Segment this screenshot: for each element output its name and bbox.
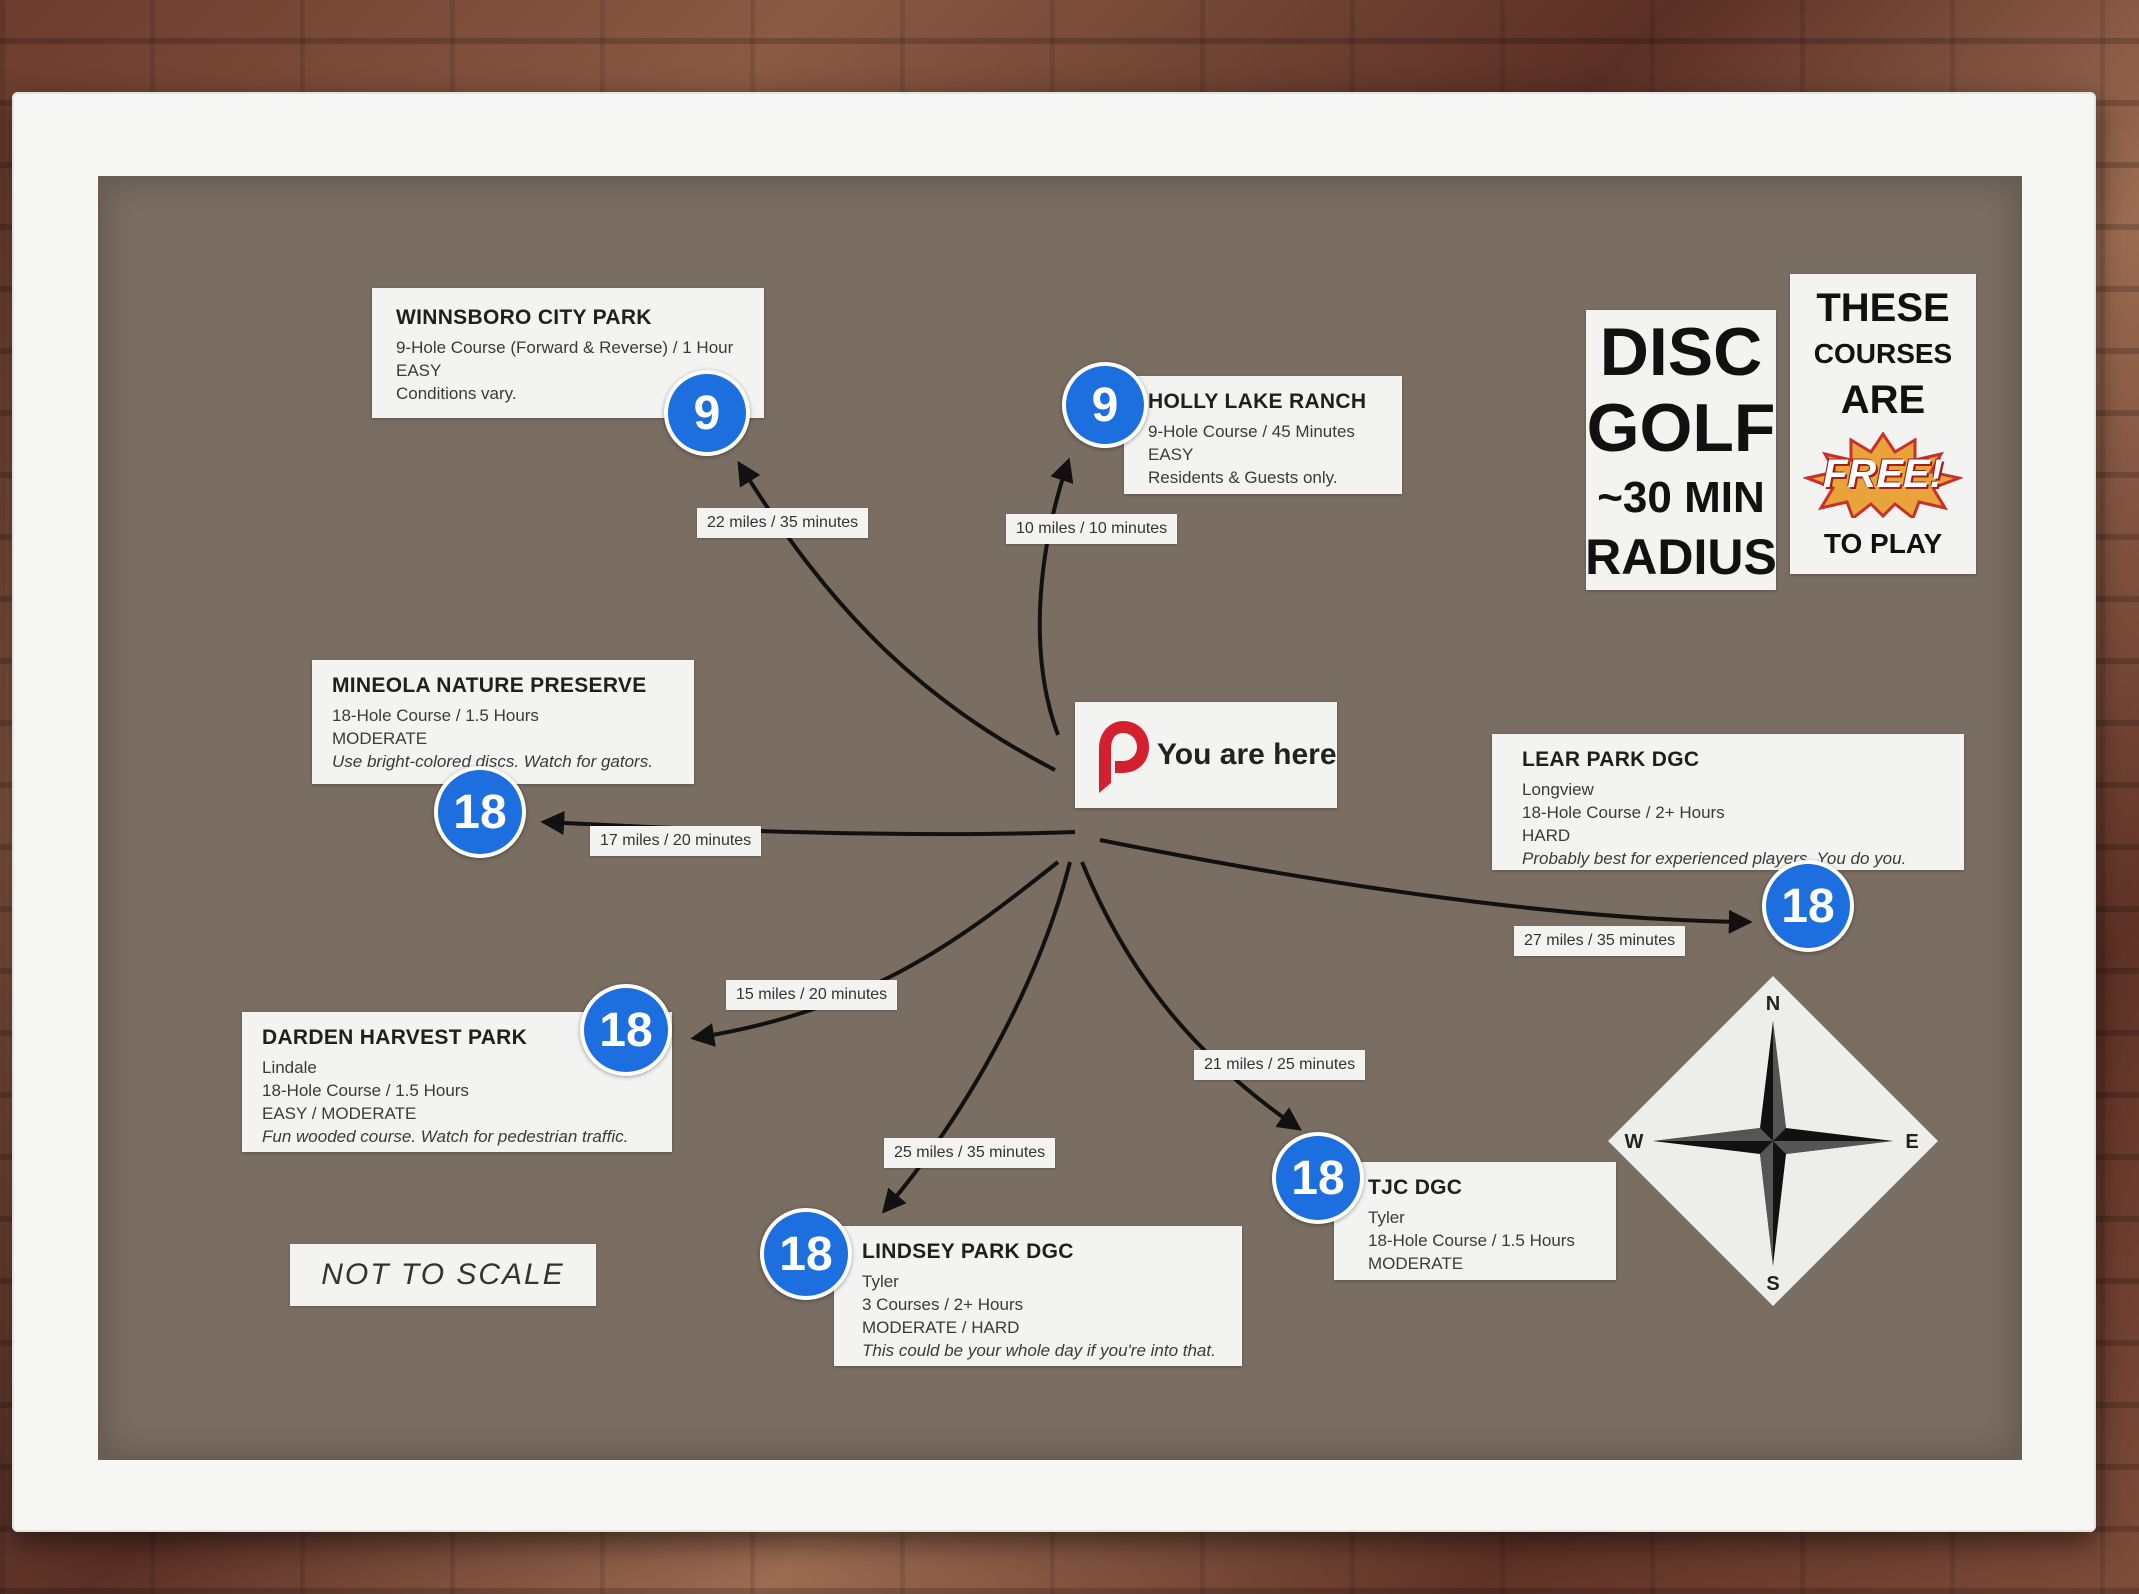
course-name: TJC DGC [1368, 1176, 1463, 1199]
title-line: RADIUS [1585, 529, 1777, 585]
course-line: MODERATE / HARD [862, 1318, 1020, 1337]
course-line: 9-Hole Course / 45 Minutes [1148, 422, 1355, 441]
free-line: ARE [1840, 378, 1926, 422]
course-line: Lindale [262, 1058, 317, 1077]
course-name: WINNSBORO CITY PARK [396, 306, 652, 329]
arrow-holly [1037, 457, 1074, 736]
course-name: DARDEN HARVEST PARK [262, 1026, 528, 1049]
course-line: EASY [1148, 445, 1194, 464]
course-line: Probably best for experienced players. Y… [1522, 849, 1907, 868]
compass-w: W [1625, 1131, 1644, 1153]
course-name: MINEOLA NATURE PRESERVE [332, 674, 647, 697]
distance-label-winnsboro: 22 miles / 35 minutes [697, 508, 869, 538]
course-line: Longview [1522, 780, 1594, 799]
compass-e: E [1905, 1131, 1918, 1153]
course-line: 18-Hole Course / 1.5 Hours [1368, 1231, 1575, 1250]
course-card-tjc: TJC DGC Tyler 18-Hole Course / 1.5 Hours… [1334, 1162, 1616, 1280]
course-card-lear: LEAR PARK DGC Longview 18-Hole Course / … [1492, 734, 1964, 870]
you-are-here-label: You are here [1157, 738, 1337, 771]
course-line: Fun wooded course. Watch for pedestrian … [262, 1127, 629, 1146]
distance-label-mineola: 17 miles / 20 minutes [590, 826, 762, 856]
course-line: Use bright-colored discs. Watch for gato… [332, 752, 653, 771]
course-line: Conditions vary. [396, 384, 517, 403]
distance-label-lindsey: 25 miles / 35 minutes [884, 1138, 1056, 1168]
holes-badge-darden: 18 [580, 984, 672, 1076]
course-line: 3 Courses / 2+ Hours [862, 1295, 1024, 1314]
course-name: LEAR PARK DGC [1522, 748, 1700, 771]
course-card-mineola: MINEOLA NATURE PRESERVE 18-Hole Course /… [312, 660, 694, 784]
compass-rose-icon: N E S W [1608, 976, 1938, 1306]
title-card: DISC GOLF ~30 MIN RADIUS [1585, 310, 1777, 590]
free-line: THESE [1816, 286, 1950, 330]
course-name: HOLLY LAKE RANCH [1148, 390, 1367, 413]
course-name: LINDSEY PARK DGC [862, 1240, 1074, 1263]
holes-badge-holly: 9 [1062, 362, 1148, 448]
location-pin-icon [1099, 721, 1149, 793]
title-line: DISC [1599, 314, 1763, 390]
distance-label-holly: 10 miles / 10 minutes [1006, 514, 1178, 544]
course-line: 18-Hole Course / 1.5 Hours [332, 706, 539, 725]
course-line: Tyler [862, 1272, 899, 1291]
arrow-darden [690, 860, 1060, 1047]
free-line: TO PLAY [1823, 528, 1943, 559]
course-line: MODERATE [1368, 1254, 1464, 1273]
arrow-mineola [540, 811, 1076, 837]
distance-label-darden: 15 miles / 20 minutes [726, 980, 898, 1010]
course-card-holly: HOLLY LAKE RANCH 9-Hole Course / 45 Minu… [1124, 376, 1402, 494]
course-line: EASY [396, 361, 442, 380]
arrow-lear [1099, 838, 1753, 934]
course-card-winnsboro: WINNSBORO CITY PARK 9-Hole Course (Forwa… [372, 288, 764, 418]
title-line: ~30 MIN [1597, 473, 1765, 522]
you-are-here-marker: You are here [1075, 702, 1337, 808]
compass-n: N [1766, 993, 1780, 1015]
course-line: HARD [1522, 826, 1571, 845]
not-to-scale-note: NOT TO SCALE [290, 1244, 596, 1306]
distance-label-tjc: 21 miles / 25 minutes [1194, 1050, 1366, 1080]
free-line: COURSES [1813, 338, 1953, 369]
holes-badge-winnsboro: 9 [664, 370, 750, 456]
distance-label-lear: 27 miles / 35 minutes [1514, 926, 1686, 956]
holes-badge-lindsey: 18 [760, 1208, 852, 1300]
compass-s: S [1766, 1273, 1779, 1295]
holes-badge-tjc: 18 [1272, 1132, 1364, 1224]
holes-badge-lear: 18 [1762, 860, 1854, 952]
course-card-lindsey: LINDSEY PARK DGC Tyler 3 Courses / 2+ Ho… [834, 1226, 1242, 1366]
course-line: This could be your whole day if you're i… [862, 1341, 1216, 1360]
course-line: Tyler [1368, 1208, 1405, 1227]
course-line: 18-Hole Course / 1.5 Hours [262, 1081, 469, 1100]
free-burst-icon: FREE! [1803, 432, 1963, 518]
course-line: 9-Hole Course (Forward & Reverse) / 1 Ho… [396, 338, 734, 357]
holes-badge-mineola: 18 [434, 766, 526, 858]
course-line: 18-Hole Course / 2+ Hours [1522, 803, 1725, 822]
title-line: GOLF [1586, 390, 1776, 466]
course-line: MODERATE [332, 729, 428, 748]
course-line: EASY / MODERATE [262, 1104, 417, 1123]
arrow-tjc [1080, 861, 1302, 1131]
free-card: THESE COURSES ARE FREE! TO PLAY [1790, 274, 1976, 574]
free-burst-text: FREE! [1823, 452, 1943, 496]
course-line: Residents & Guests only. [1148, 468, 1338, 487]
